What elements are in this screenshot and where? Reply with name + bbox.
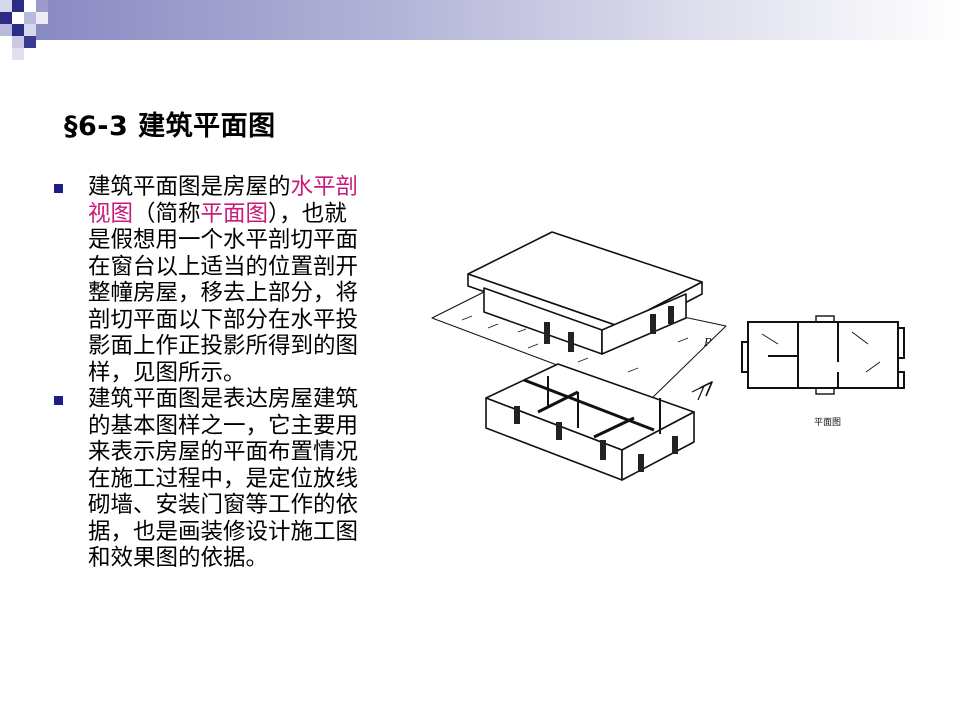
paragraph-line: 是假想用一个水平剖切平面 <box>88 227 412 254</box>
text-segment: 剖切平面以下部分在水平投 <box>88 306 359 333</box>
text-segment: 影面上作正投影所得到的图 <box>88 333 359 359</box>
floor-plan-illustration: P 平面图 <box>428 222 928 512</box>
text-segment: 和效果图的依据。 <box>88 545 269 571</box>
paragraph-line: 视图（简称平面图），也就 <box>88 201 412 228</box>
paragraph-line: 和效果图的依据。 <box>88 545 412 572</box>
text-segment: 建筑平面图是表达房屋建筑 <box>88 386 359 412</box>
paragraph-line: 样，见图所示。 <box>88 360 412 387</box>
paragraph-line: 在施工过程中，是定位放线 <box>88 466 412 493</box>
header-gradient-band <box>24 0 960 40</box>
plane-label: P <box>703 336 712 349</box>
text-segment: （简称 <box>133 200 201 227</box>
text-segment: 在施工过程中，是定位放线 <box>88 465 359 492</box>
paragraph-line: 建筑平面图是表达房屋建筑 <box>88 386 412 413</box>
paragraph-line: 据，也是画装修设计施工图 <box>88 519 412 546</box>
text-segment: 建筑平面图是房屋的 <box>88 174 291 200</box>
exploded-house-drawing: P 平面图 <box>431 231 905 481</box>
bullet-paragraph: 建筑平面图是房屋的水平剖视图（简称平面图），也就是假想用一个水平剖切平面在窗台以… <box>88 174 412 386</box>
text-segment: 砌墙、安装门窗等工作的依 <box>88 492 359 518</box>
slide-title: §6-3 建筑平面图 <box>64 111 276 142</box>
text-segment: ），也就 <box>268 200 347 227</box>
bullet-paragraph: 建筑平面图是表达房屋建筑的基本图样之一，它主要用来表示房屋的平面布置情况在施工过… <box>88 386 412 572</box>
bullet-square-icon <box>54 184 63 193</box>
corner-decoration <box>0 0 48 60</box>
paragraph-line: 在窗台以上适当的位置剖开 <box>88 254 412 281</box>
text-segment: 整幢房屋，移去上部分，将 <box>88 280 359 306</box>
text-segment: 是假想用一个水平剖切平面 <box>88 227 359 253</box>
text-segment: 的基本图样之一，它主要用 <box>88 412 359 439</box>
text-segment: 样，见图所示。 <box>88 359 246 386</box>
highlighted-term: 水平剖 <box>290 174 359 200</box>
paragraph-line: 剖切平面以下部分在水平投 <box>88 307 412 334</box>
highlighted-term: 平面图 <box>200 200 269 227</box>
highlighted-term: 视图 <box>88 200 134 227</box>
plan-caption: 平面图 <box>814 417 841 428</box>
paragraph-line: 来表示房屋的平面布置情况 <box>88 439 412 466</box>
text-segment: 据，也是画装修设计施工图 <box>88 518 359 545</box>
paragraph-line: 影面上作正投影所得到的图 <box>88 333 412 360</box>
paragraph-line: 的基本图样之一，它主要用 <box>88 413 412 440</box>
text-segment: 在窗台以上适当的位置剖开 <box>88 253 359 280</box>
bullet-square-icon <box>54 396 63 405</box>
text-segment: 来表示房屋的平面布置情况 <box>88 439 359 465</box>
paragraph-line: 砌墙、安装门窗等工作的依 <box>88 492 412 519</box>
paragraph-line: 建筑平面图是房屋的水平剖 <box>88 174 412 201</box>
paragraph-line: 整幢房屋，移去上部分，将 <box>88 280 412 307</box>
